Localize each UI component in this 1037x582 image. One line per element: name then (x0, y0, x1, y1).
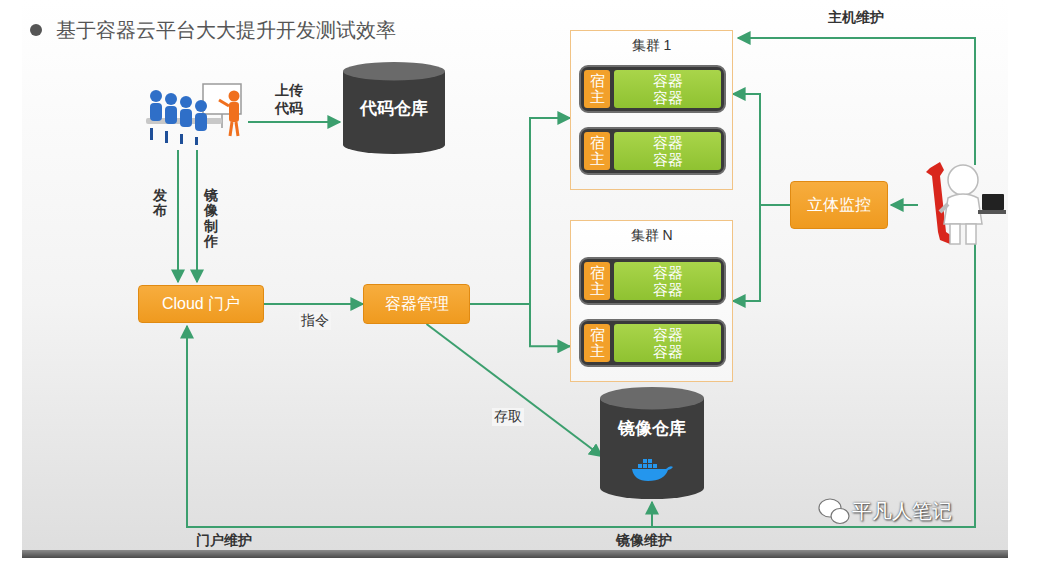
cluster-box: 集群 N宿主容器容器宿主容器容器 (570, 220, 733, 382)
node-text: Cloud 门户 (162, 294, 240, 315)
node-text: 容器 (653, 326, 683, 343)
monitor-box: 立体监控 (790, 181, 888, 229)
wechat-icon (819, 499, 849, 524)
image-repository: 镜像仓库 (600, 387, 704, 499)
container-box: 容器容器 (614, 70, 721, 108)
flow-arrow (470, 118, 570, 304)
container-manager-box: 容器管理 (363, 284, 470, 324)
cluster-box: 集群 1宿主容器容器宿主容器容器 (570, 30, 733, 190)
edge-label: 存取 (492, 408, 524, 426)
container-box: 容器容器 (614, 324, 721, 362)
flow-arrow (733, 205, 790, 301)
flow-arrow (264, 303, 363, 305)
arrow-label: 镜像制作 (204, 188, 218, 250)
title-bullet (30, 24, 42, 36)
host-box: 宿主 (584, 132, 610, 170)
host-box: 宿主 (584, 70, 610, 108)
node-text: 宿主 (590, 265, 605, 298)
cluster-heading: 集群 N (631, 227, 673, 245)
cylinder-shape (600, 387, 704, 499)
portal-box: Cloud 门户 (138, 285, 264, 323)
node-text: 容器 (653, 72, 683, 89)
container-box: 容器容器 (614, 132, 721, 170)
maintainer-illustration (926, 162, 1006, 244)
flow-arrow (470, 304, 570, 346)
node-text: 容器 (653, 151, 683, 168)
node-text: 立体监控 (807, 195, 871, 216)
docker-whale-icon (630, 457, 674, 483)
node-text: 容器 (653, 134, 683, 151)
arrow-label: 上传 代码 (272, 82, 306, 117)
arrow-label: 发布 (153, 188, 167, 219)
node-text: 宿主 (590, 73, 605, 106)
node-text: 镜像仓库 (618, 417, 686, 440)
host-box: 宿主 (584, 262, 610, 300)
node-text: 容器 (653, 281, 683, 298)
maintenance-label: 门户维护 (196, 532, 252, 550)
maintenance-label: 主机维护 (828, 9, 884, 27)
edge-label: 指令 (299, 312, 331, 330)
team-illustration (146, 84, 241, 145)
node-text: 宿主 (590, 135, 605, 168)
bottom-bar (22, 550, 1008, 558)
host-box: 宿主 (584, 324, 610, 362)
node-text: 容器 (653, 343, 683, 360)
node-text: 容器 (653, 264, 683, 281)
code-repository: 代码仓库 (343, 62, 445, 154)
node-text: 宿主 (590, 327, 605, 360)
maintenance-label: 镜像维护 (616, 532, 672, 550)
node-text: 容器 (653, 89, 683, 106)
cluster-heading: 集群 1 (632, 37, 672, 55)
slide-title: 基于容器云平台大大提升开发测试效率 (56, 17, 396, 44)
node-text: 代码仓库 (360, 97, 428, 120)
container-box: 容器容器 (614, 262, 721, 300)
node-text: 容器管理 (385, 294, 449, 315)
slide-ground (22, 0, 1008, 552)
watermark: 平凡人笔记 (852, 498, 952, 525)
flow-arrow (733, 94, 790, 205)
